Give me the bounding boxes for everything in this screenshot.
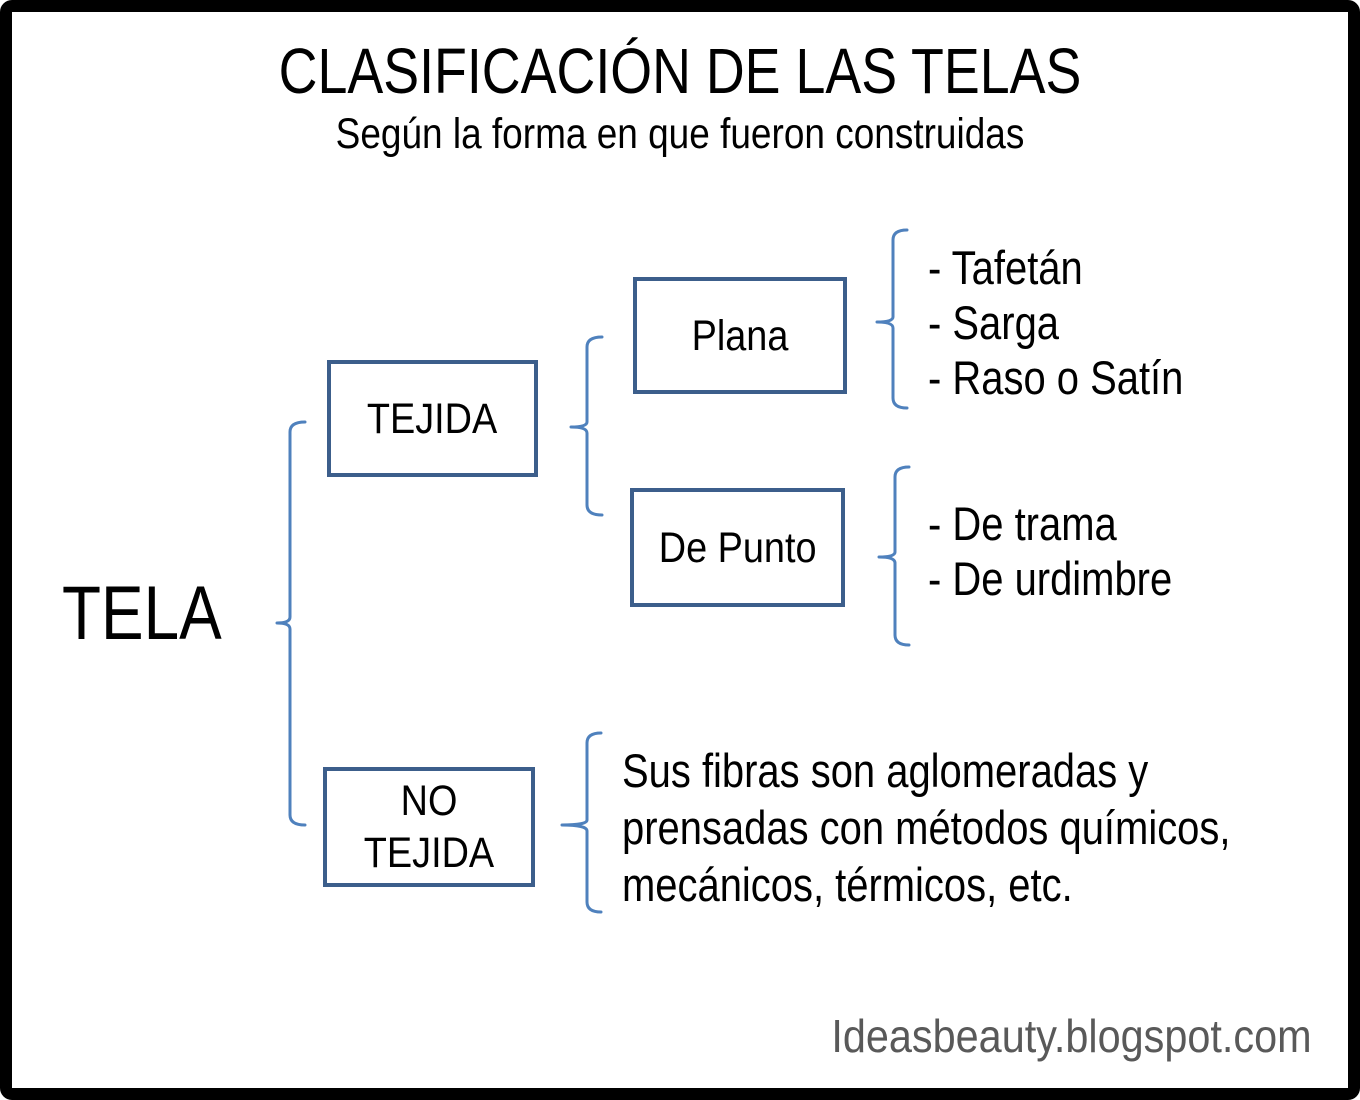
de-punto-types-list: - De trama - De urdimbre [928, 496, 1172, 606]
node-no-tejida-label: NO TEJIDA [363, 777, 495, 877]
plana-types-list: - Tafetán - Sarga - Raso o Satín [928, 240, 1183, 405]
node-tela: TELA [62, 571, 222, 656]
brace-plana-icon [875, 228, 909, 410]
list-item: - Sarga [928, 296, 1060, 349]
node-de-punto-label: De Punto [658, 523, 817, 572]
description-line: Sus fibras son aglomeradas y [622, 744, 1149, 797]
page-title: CLASIFICACIÓN DE LAS TELAS [278, 35, 1082, 107]
page-subtitle: Según la forma en que fueron construidas [335, 110, 1025, 158]
brace-tela-icon [275, 420, 307, 827]
brace-notejida-icon [560, 731, 603, 914]
node-tejida-label: TEJIDA [367, 394, 498, 443]
brace-depunto-icon [877, 465, 911, 647]
node-de-punto: De Punto [630, 488, 845, 607]
description-line: mecánicos, térmicos, etc. [622, 858, 1073, 911]
node-no-tejida: NO TEJIDA [323, 767, 535, 887]
no-tejida-description: Sus fibras son aglomeradas y prensadas c… [622, 742, 1230, 913]
list-item: - De trama [928, 497, 1117, 550]
node-plana: Plana [633, 277, 847, 394]
node-tejida: TEJIDA [327, 360, 538, 477]
footer-credit: Ideasbeauty.blogspot.com [831, 1010, 1312, 1062]
brace-tejida-icon [569, 335, 604, 517]
node-plana-label: Plana [691, 311, 789, 360]
description-line: prensadas con métodos químicos, [622, 801, 1231, 854]
list-item: - Raso o Satín [928, 351, 1184, 404]
list-item: - Tafetán [928, 241, 1083, 294]
list-item: - De urdimbre [928, 552, 1173, 605]
header: CLASIFICACIÓN DE LAS TELAS Según la form… [0, 34, 1360, 160]
